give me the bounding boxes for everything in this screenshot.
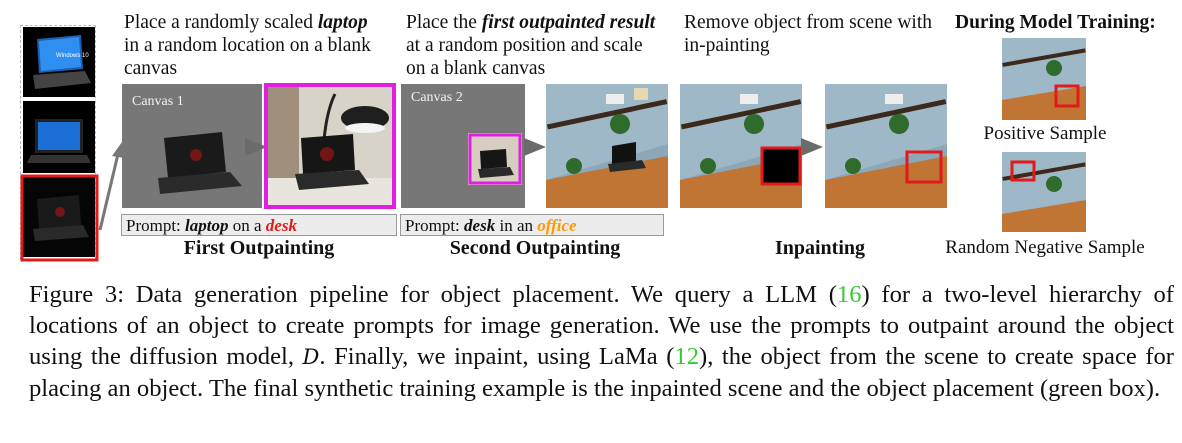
positive-sample-image (1002, 38, 1086, 120)
stage-title-second-outpainting: Second Outpainting (449, 237, 621, 259)
windows-screen-label: Windows 10 (56, 53, 89, 59)
stage-title-inpainting: Inpainting (774, 237, 866, 259)
laptop-thumbnail-open (23, 101, 95, 173)
figure-caption: Figure 3: Data generation pipeline for o… (29, 281, 1174, 402)
inpaint-result-image (825, 84, 947, 208)
arrow-canvas1-to-outpaint1 (245, 138, 267, 156)
step1-text: Place a randomly scaled laptop in a rand… (124, 12, 371, 79)
step2-text: Place the first outpainted result at a r… (406, 12, 656, 79)
citation-link[interactable]: 12 (674, 343, 699, 370)
canvas-2: Canvas 2 (401, 84, 525, 208)
training-title: During Model Training: (955, 12, 1156, 33)
positive-sample-label: Positive Sample (983, 123, 1107, 144)
second-outpaint-image (546, 84, 668, 208)
canvas-2-label: Canvas 2 (411, 90, 463, 105)
first-outpaint-box (264, 83, 396, 209)
stage-title-first-outpainting: First Outpainting (183, 237, 335, 259)
laptop-thumbnail-windows: Windows 10 (23, 27, 95, 97)
arrow-canvas2-to-outpaint2 (524, 138, 546, 156)
selected-laptop-box (20, 174, 99, 262)
inpaint-input-image (680, 84, 802, 208)
laptop-thumbnail-selected (23, 177, 95, 257)
first-outpaint-image (265, 84, 395, 208)
prompt-1: Prompt: laptop on a desk (121, 214, 397, 236)
step3-text: Remove object from scene with in-paintin… (684, 12, 933, 56)
arrow-to-inpaint-result (801, 138, 823, 156)
prompt-2: Prompt: desk in an office (400, 214, 664, 236)
canvas-1: Canvas 1 (122, 84, 262, 208)
canvas-1-label: Canvas 1 (132, 94, 184, 109)
selection-arrow (98, 142, 124, 231)
negative-sample-label: Random Negative Sample (945, 237, 1145, 258)
citation-link[interactable]: 16 (836, 281, 862, 308)
negative-sample-image (1002, 152, 1086, 232)
